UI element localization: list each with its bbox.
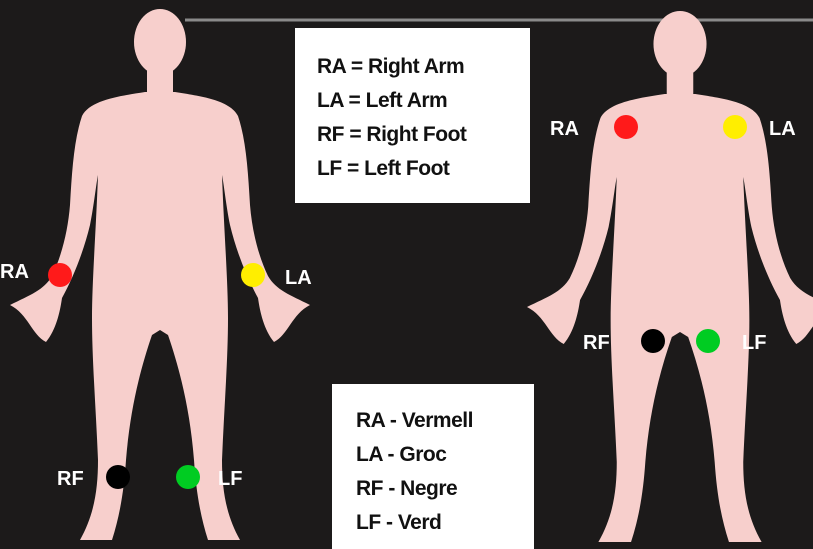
- legend-catalan: RA - Vermell LA - Groc RF - Negre LF - V…: [332, 384, 534, 549]
- electrode-lf-hip: [696, 329, 720, 353]
- legend-line-rf-color: RF - Negre: [356, 472, 534, 506]
- label-la-right: LA: [769, 118, 796, 140]
- legend-line-lf-color: LF - Verd: [356, 506, 534, 540]
- electrode-ra-wrist: [48, 263, 72, 287]
- legend-line-lf: LF = Left Foot: [317, 152, 530, 186]
- electrode-la-wrist: [241, 263, 265, 287]
- label-lf-right: LF: [742, 332, 766, 354]
- label-lf-left: LF: [218, 468, 242, 490]
- legend-line-la: LA = Left Arm: [317, 84, 530, 118]
- electrode-rf-hip: [641, 329, 665, 353]
- legend-english: RA = Right Arm LA = Left Arm RF = Right …: [295, 28, 530, 203]
- electrode-lf-ankle: [176, 465, 200, 489]
- legend-line-ra-color: RA - Vermell: [356, 404, 534, 438]
- label-rf-left: RF: [57, 468, 84, 490]
- label-ra-left: RA: [0, 261, 29, 283]
- legend-line-la-color: LA - Groc: [356, 438, 534, 472]
- legend-line-rf: RF = Right Foot: [317, 118, 530, 152]
- electrode-la-shoulder: [723, 115, 747, 139]
- human-figure-torso-leads: [527, 11, 813, 542]
- label-la-left: LA: [285, 267, 312, 289]
- label-ra-right: RA: [550, 118, 579, 140]
- electrode-rf-ankle: [106, 465, 130, 489]
- label-rf-right: RF: [583, 332, 610, 354]
- electrode-ra-shoulder: [614, 115, 638, 139]
- legend-line-ra: RA = Right Arm: [317, 50, 530, 84]
